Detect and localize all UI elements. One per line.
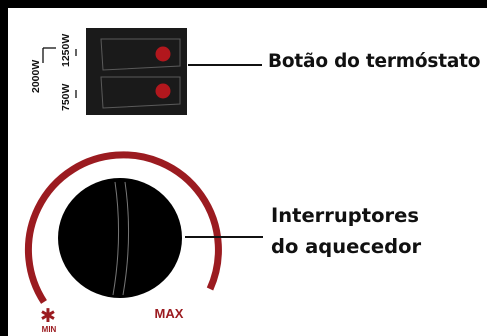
rocker-lower[interactable] xyxy=(100,76,181,109)
heater-switch-label-line2: do aquecedor xyxy=(271,235,422,258)
max-label: MAX xyxy=(155,306,184,321)
rocker-upper-outline xyxy=(100,38,181,71)
min-symbol: ✱ xyxy=(40,305,56,327)
indicator-light-upper xyxy=(155,46,171,62)
thermostat-switch[interactable] xyxy=(86,28,187,115)
heater-knob[interactable] xyxy=(58,178,182,298)
knob-grip-left xyxy=(112,181,120,296)
wattage-2000w: 2000W xyxy=(30,60,42,93)
wattage-scale: 2000W 1250W 750W xyxy=(30,34,77,111)
knob-body xyxy=(58,178,182,298)
rocker-upper[interactable] xyxy=(100,38,181,71)
wattage-1250w: 1250W xyxy=(60,34,72,67)
min-label: MIN xyxy=(42,325,57,334)
thermostat-button-label: Botão do termóstato xyxy=(268,51,481,72)
rocker-lower-outline xyxy=(100,76,181,109)
dial-range-arc xyxy=(24,151,222,304)
indicator-light-lower xyxy=(155,83,171,99)
wattage-750w: 750W xyxy=(60,83,72,111)
heater-switch-label-line1: Interruptores xyxy=(271,204,419,227)
knob-grip-right xyxy=(122,181,130,296)
